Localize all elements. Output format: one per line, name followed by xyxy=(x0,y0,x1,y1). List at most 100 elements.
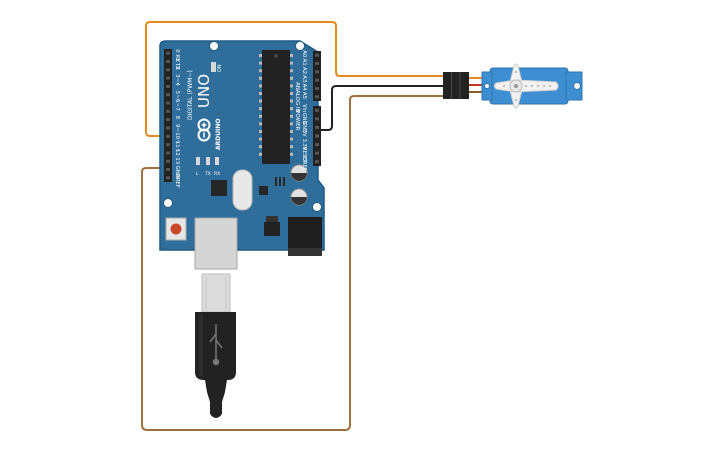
mounting-hole xyxy=(295,41,305,51)
usb-symbol-icon xyxy=(209,324,223,366)
digital-pin-socket[interactable] xyxy=(166,101,170,105)
power-label: POWER xyxy=(294,110,300,131)
usb-b-port xyxy=(194,217,238,270)
analog-pin-socket[interactable] xyxy=(315,95,319,99)
capacitor xyxy=(290,188,308,206)
ground-wire[interactable] xyxy=(141,95,446,431)
analog-pin-label: A2 xyxy=(301,67,307,74)
usb-chip xyxy=(211,180,227,196)
mounting-hole xyxy=(209,41,219,51)
resistor-pack xyxy=(275,177,285,186)
digital-pin-label: 12 xyxy=(174,149,180,156)
digital-pin-label: 13 xyxy=(174,157,180,164)
arduino-logo xyxy=(197,118,211,142)
crystal xyxy=(232,169,253,211)
on-led xyxy=(211,62,216,72)
digital-pin-socket[interactable] xyxy=(166,109,170,113)
usb-strain-relief xyxy=(205,380,227,418)
atmega-chip xyxy=(259,50,293,164)
analog-pin-label: A5 xyxy=(301,92,307,100)
digital-pin-label: 6~ xyxy=(174,99,180,107)
digital-pin-label: GND xyxy=(174,166,180,179)
analog-pin-label: A0 xyxy=(301,50,307,58)
power-pin-socket[interactable] xyxy=(315,134,319,138)
power-wire[interactable] xyxy=(318,85,446,131)
digital-pin-label: 9~ xyxy=(174,124,180,132)
usb-cable[interactable] xyxy=(195,273,236,418)
micro-servo[interactable] xyxy=(481,63,583,109)
digital-pin-socket[interactable] xyxy=(166,126,170,130)
power-pin-label: GND xyxy=(301,113,307,125)
digital-pin-label: 10~ xyxy=(174,132,180,144)
digital-pin-label: 7 xyxy=(174,107,180,111)
analog-pin-socket[interactable] xyxy=(315,78,319,82)
voltage-regulator xyxy=(264,222,280,236)
digital-pin-label: 5~ xyxy=(174,91,180,99)
power-pin-socket[interactable] xyxy=(315,160,319,164)
power-pin-socket[interactable] xyxy=(315,117,319,121)
small-component xyxy=(259,186,268,195)
servo-horn[interactable] xyxy=(494,63,559,109)
digital-pin-socket[interactable] xyxy=(166,134,170,138)
mounting-hole xyxy=(312,202,322,212)
power-pin-label: IOREF xyxy=(301,156,307,171)
digital-pin-label: 8 xyxy=(174,116,180,120)
on-label: ON xyxy=(217,64,223,72)
analog-header xyxy=(313,51,321,101)
analog-pin-label: A4 xyxy=(301,84,307,92)
mounting-hole xyxy=(163,198,173,208)
power-pin-label: 3.3V xyxy=(301,139,307,151)
tx-label: TX xyxy=(204,171,211,177)
servo-connector[interactable] xyxy=(443,72,469,99)
power-pin-socket[interactable] xyxy=(315,151,319,155)
digital-pin-socket[interactable] xyxy=(166,68,170,72)
analog-pin-socket[interactable] xyxy=(315,62,319,65)
uno-title: UNO xyxy=(195,74,213,108)
digital-pin-label: 2 xyxy=(174,66,180,70)
analog-pin-label: A1 xyxy=(301,59,307,66)
servo-mount-hole xyxy=(484,83,490,89)
digital-pin-label: 3~ xyxy=(174,74,180,82)
tx-led xyxy=(206,157,210,165)
regulator-tab xyxy=(266,216,278,222)
analog-pin-label: A3 xyxy=(301,75,307,83)
power-pin-socket[interactable] xyxy=(315,143,319,147)
analog-pin-socket[interactable] xyxy=(315,70,319,74)
digital-pin-label: 4 xyxy=(174,82,180,86)
digital-label: DIGITAL (PWM~) xyxy=(187,70,194,120)
digital-pin-socket[interactable] xyxy=(166,84,170,88)
digital-pin-socket[interactable] xyxy=(166,159,170,163)
signal-wire[interactable] xyxy=(145,21,446,137)
digital-pin-socket[interactable] xyxy=(166,93,170,97)
digital-pin-socket[interactable] xyxy=(166,76,170,80)
digital-pin-socket[interactable] xyxy=(166,59,170,63)
dc-power-jack xyxy=(288,217,322,256)
power-pin-socket[interactable] xyxy=(315,125,319,129)
digital-pin-socket[interactable] xyxy=(166,151,170,155)
digital-pin-label: 0 RX xyxy=(174,49,180,62)
servo-mount-hole xyxy=(573,82,581,90)
rx-led xyxy=(215,157,219,165)
digital-pin-socket[interactable] xyxy=(166,51,170,55)
digital-pin-socket[interactable] xyxy=(166,176,170,180)
analog-label: ANALOG IN xyxy=(294,82,300,113)
digital-header xyxy=(164,49,172,182)
digital-pin-socket[interactable] xyxy=(166,118,170,122)
digital-pin-socket[interactable] xyxy=(166,168,170,172)
reset-button[interactable] xyxy=(165,217,187,241)
l-led xyxy=(196,157,200,165)
power-pin-label: RESET xyxy=(301,147,307,164)
power-pin-label: Vin xyxy=(301,104,307,112)
digital-pin-socket[interactable] xyxy=(166,143,170,147)
power-pin-label: GND xyxy=(301,121,307,133)
analog-pin-socket[interactable] xyxy=(315,87,319,90)
capacitor xyxy=(290,164,308,182)
analog-pin-socket[interactable] xyxy=(315,53,319,57)
usb-connector-metal xyxy=(201,273,231,313)
arduino-brand: ARDUINO xyxy=(215,119,222,150)
digital-pin-label: 11~ xyxy=(174,141,180,153)
power-pin-label: 5V xyxy=(301,130,307,137)
power-pin-socket[interactable] xyxy=(315,108,319,112)
